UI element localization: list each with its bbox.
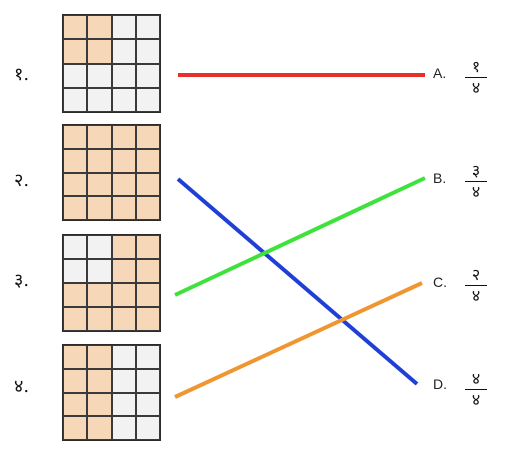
grid-cell-shaded (135, 172, 160, 197)
grid-cell-shaded (135, 283, 160, 307)
grid-cell-shaded (87, 172, 112, 197)
grid-cell-shaded (87, 15, 112, 40)
fraction-denominator: ४ (471, 286, 481, 305)
grid-cell-shaded (135, 196, 160, 220)
grid-cell-unshaded (87, 235, 112, 259)
fraction-numerator: ३ (471, 161, 481, 180)
grid-cell-shaded (87, 307, 112, 331)
grid-cell-unshaded (135, 39, 160, 64)
grid-cell-unshaded (135, 416, 160, 440)
match-line-2-D (176, 177, 419, 386)
option-letter-b: B. (433, 170, 447, 186)
grid-cell-unshaded (87, 259, 112, 283)
grid-cell-shaded (87, 368, 112, 393)
grid-cell-shaded (87, 125, 112, 149)
grid-cell-unshaded (111, 368, 136, 393)
grid-cell-unshaded (111, 39, 136, 64)
grid-cell-shaded (63, 39, 88, 64)
option-fraction-b: ३ ४ (463, 162, 489, 201)
grid-cell-unshaded (87, 63, 112, 88)
option-letter-c: C. (433, 274, 447, 290)
grid-cell-shaded (111, 259, 136, 283)
fraction-grid-2 (62, 124, 161, 221)
fraction-grid-1 (62, 14, 161, 113)
grid-cell-unshaded (135, 392, 160, 417)
grid-cell-unshaded (111, 87, 136, 112)
grid-cell-shaded (63, 283, 88, 307)
fraction-grid-4 (62, 344, 161, 441)
grid-cell-unshaded (135, 63, 160, 88)
grid-cell-shaded (87, 39, 112, 64)
grid-cell-shaded (63, 172, 88, 197)
grid-cell-unshaded (111, 63, 136, 88)
grid-cell-shaded (111, 235, 136, 259)
grid-cell-shaded (63, 196, 88, 220)
option-letter-a: A. (433, 65, 447, 81)
grid-cell-shaded (63, 15, 88, 40)
fraction-numerator: २ (471, 265, 481, 284)
grid-cell-shaded (135, 235, 160, 259)
fraction-bar (465, 181, 487, 182)
option-fraction-c: २ ४ (463, 266, 489, 305)
fraction-numerator: १ (471, 57, 481, 76)
fraction-denominator: ४ (471, 390, 481, 409)
grid-cell-shaded (63, 307, 88, 331)
grid-cell-unshaded (63, 259, 88, 283)
fraction-bar (465, 77, 487, 78)
grid-cell-shaded (87, 196, 112, 220)
grid-cell-shaded (87, 392, 112, 417)
option-fraction-a: १ ४ (463, 58, 489, 97)
grid-cell-shaded (87, 148, 112, 173)
grid-cell-shaded (111, 283, 136, 307)
grid-cell-shaded (63, 148, 88, 173)
match-line-3-B (174, 176, 426, 297)
fraction-bar (465, 285, 487, 286)
row-label-3: ३. (14, 270, 30, 291)
grid-cell-unshaded (63, 235, 88, 259)
grid-cell-shaded (135, 125, 160, 149)
fraction-denominator: ४ (471, 78, 481, 97)
grid-cell-unshaded (63, 63, 88, 88)
option-fraction-d: ४ ४ (463, 370, 489, 409)
grid-cell-shaded (135, 148, 160, 173)
grid-cell-shaded (63, 392, 88, 417)
grid-cell-shaded (63, 416, 88, 440)
grid-cell-shaded (87, 345, 112, 369)
grid-cell-shaded (111, 172, 136, 197)
grid-cell-shaded (135, 259, 160, 283)
grid-cell-shaded (87, 283, 112, 307)
grid-cell-unshaded (111, 392, 136, 417)
grid-cell-unshaded (111, 416, 136, 440)
row-label-1: १. (14, 64, 30, 85)
grid-cell-shaded (111, 148, 136, 173)
grid-cell-unshaded (135, 15, 160, 40)
option-letter-d: D. (433, 376, 447, 392)
grid-cell-unshaded (111, 15, 136, 40)
grid-cell-shaded (135, 307, 160, 331)
grid-cell-shaded (63, 345, 88, 369)
grid-cell-unshaded (87, 87, 112, 112)
grid-cell-shaded (111, 196, 136, 220)
row-label-2: २. (14, 170, 30, 191)
fraction-denominator: ४ (471, 182, 481, 201)
grid-cell-unshaded (135, 345, 160, 369)
grid-cell-unshaded (135, 368, 160, 393)
grid-cell-shaded (63, 368, 88, 393)
grid-cell-unshaded (63, 87, 88, 112)
row-label-4: ४. (14, 376, 30, 397)
fraction-numerator: ४ (471, 369, 481, 388)
grid-cell-shaded (111, 125, 136, 149)
grid-cell-shaded (87, 416, 112, 440)
grid-cell-unshaded (135, 87, 160, 112)
fraction-grid-3 (62, 234, 161, 332)
match-line-4-C (174, 281, 423, 399)
grid-cell-unshaded (111, 345, 136, 369)
grid-cell-shaded (111, 307, 136, 331)
fraction-bar (465, 389, 487, 390)
grid-cell-shaded (63, 125, 88, 149)
